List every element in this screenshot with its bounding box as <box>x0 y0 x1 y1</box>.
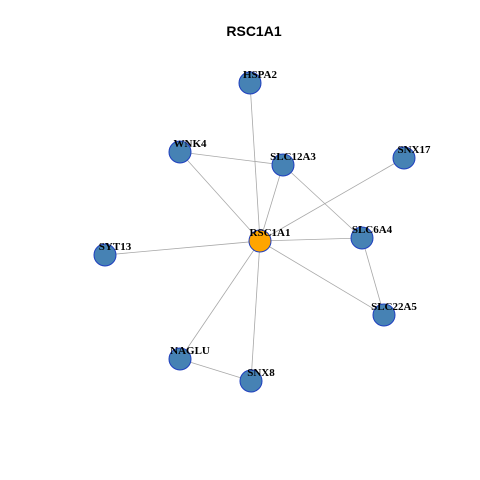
node-label-snx17: SNX17 <box>397 144 431 156</box>
node-snx17 <box>392 146 416 170</box>
edge-naglu-snx8 <box>179 358 252 382</box>
graph-title: RSC1A1 <box>226 23 281 39</box>
edge-wnk4-slc12a3 <box>179 151 284 166</box>
node-label-hspa2: HSPA2 <box>243 69 278 81</box>
node-label-slc6a4: SLC6A4 <box>352 224 393 236</box>
node-label-wnk4: WNK4 <box>174 138 208 150</box>
node-layer <box>93 71 416 393</box>
edge-layer <box>104 82 405 382</box>
node-hspa2 <box>238 71 262 95</box>
node-snx8 <box>239 369 263 393</box>
edge-rsc1a1-wnk4 <box>179 151 261 242</box>
node-naglu <box>168 347 192 371</box>
edge-rsc1a1-snx8 <box>250 240 261 382</box>
edge-slc12a3-slc6a4 <box>282 164 363 239</box>
node-label-rsc1a1: RSC1A1 <box>250 227 291 239</box>
node-label-snx8: SNX8 <box>247 367 275 379</box>
node-slc22a5 <box>372 303 396 327</box>
edge-slc6a4-slc22a5 <box>361 237 385 316</box>
node-syt13 <box>93 243 117 267</box>
edge-rsc1a1-slc22a5 <box>259 240 385 316</box>
node-wnk4 <box>168 140 192 164</box>
edge-rsc1a1-snx17 <box>259 157 405 242</box>
edge-rsc1a1-slc6a4 <box>259 237 363 242</box>
node-label-naglu: NAGLU <box>170 345 210 357</box>
edge-rsc1a1-naglu <box>179 240 261 360</box>
node-slc12a3 <box>271 153 295 177</box>
edge-rsc1a1-syt13 <box>104 240 261 256</box>
edge-rsc1a1-slc12a3 <box>259 164 284 242</box>
edge-rsc1a1-hspa2 <box>249 82 261 242</box>
node-slc6a4 <box>350 226 374 250</box>
node-rsc1a1 <box>248 229 272 253</box>
node-label-slc12a3: SLC12A3 <box>270 151 316 163</box>
node-label-syt13: SYT13 <box>99 241 132 253</box>
node-label-slc22a5: SLC22A5 <box>371 301 417 313</box>
